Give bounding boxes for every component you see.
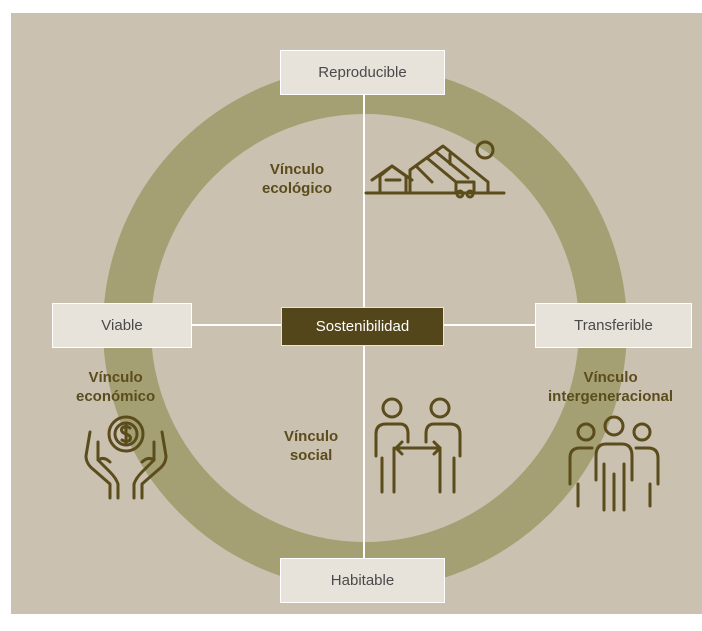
people-exchange-icon [374,397,462,494]
node-sostenibilidad: Sostenibilidad [281,307,444,346]
label-vinculo-economico: Vínculo económico [76,368,155,406]
family-group-icon [568,415,660,512]
label-vinculo-ecologico: Vínculo ecológico [262,160,332,198]
label-line: ecológico [262,180,333,197]
money-hands-icon [84,415,168,500]
label-vinculo-social: Vínculo social [284,427,338,465]
label-line: Vínculo [88,369,143,386]
label-line: Vínculo [269,161,325,178]
node-reproducible: Reproducible [280,50,445,95]
label-line: social [289,447,333,464]
label-line: intergeneracional [548,388,674,405]
label-line: Vínculo [583,369,638,386]
node-viable: Viable [52,303,192,348]
label-line: económico [76,388,156,405]
label-vinculo-intergeneracional: Vínculo intergeneracional [548,368,673,406]
farm-icon [364,140,506,199]
node-transferible: Transferible [535,303,692,348]
node-habitable: Habitable [280,558,445,603]
label-line: Vínculo [284,428,339,445]
